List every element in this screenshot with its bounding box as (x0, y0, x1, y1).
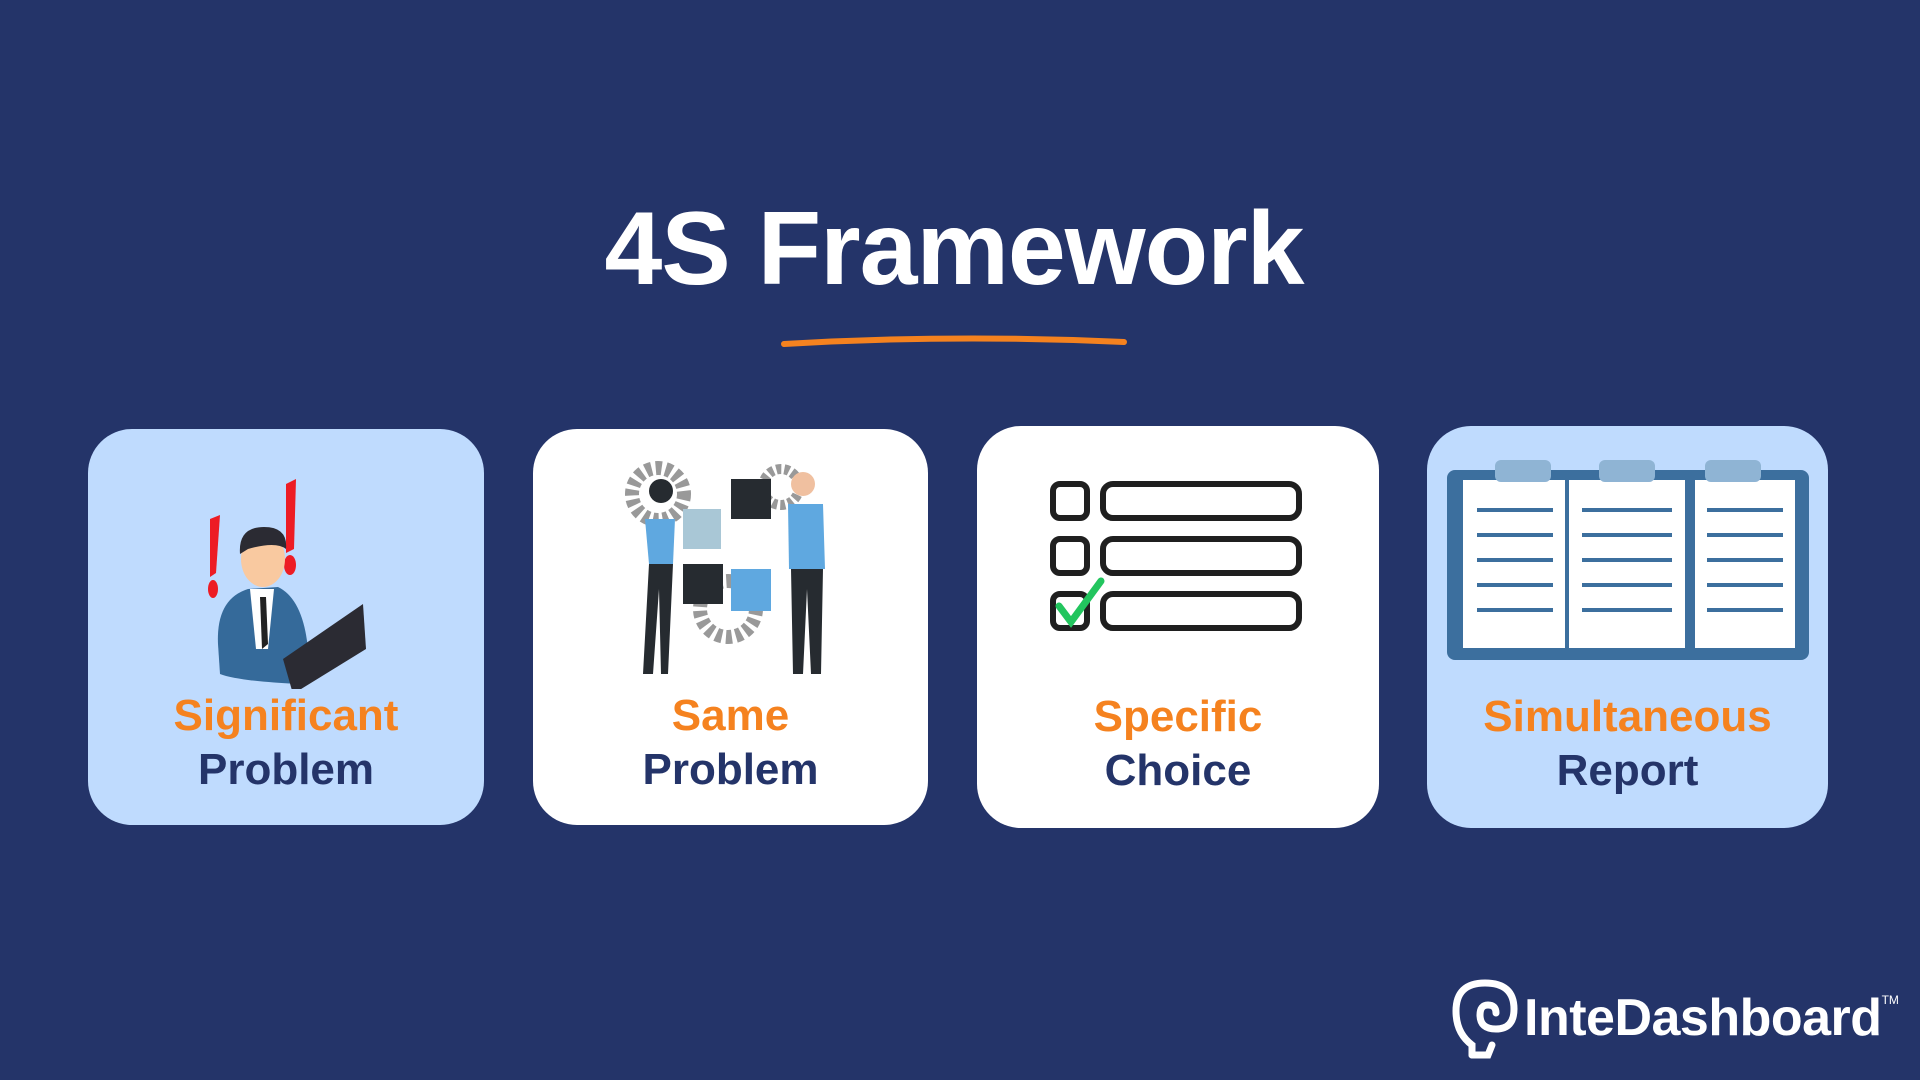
lightbulb-logo-icon (1452, 978, 1518, 1058)
checklist-icon (1050, 481, 1302, 631)
card-simultaneous-report: Simultaneous Report (1427, 426, 1828, 828)
card-significant-problem: Significant Problem (88, 429, 484, 825)
card-title-line1: Significant (173, 691, 399, 740)
intedashboard-logo: InteDashboard TM (1452, 975, 1899, 1060)
card-title-line2: Choice (1104, 746, 1252, 795)
trademark: TM (1881, 993, 1899, 1007)
card-title-line1: Same (671, 691, 790, 740)
page-title: 4S Framework (604, 191, 1305, 307)
card-title-line2: Problem (642, 745, 819, 794)
logo-name: InteDashboard (1524, 988, 1882, 1047)
people-puzzle-icon (625, 461, 825, 674)
card-title-line2: Problem (197, 745, 375, 794)
businessman-alert-icon (208, 479, 366, 689)
card-specific-choice: Specific Choice (977, 426, 1379, 828)
card-title-line1: Specific (1093, 692, 1263, 741)
title-underline (781, 335, 1127, 347)
card-title-line1: Simultaneous (1483, 692, 1772, 741)
card-same-problem: Same Problem (533, 429, 928, 825)
card-title-line2: Report (1556, 746, 1699, 795)
clipboards-icon (1447, 460, 1809, 660)
